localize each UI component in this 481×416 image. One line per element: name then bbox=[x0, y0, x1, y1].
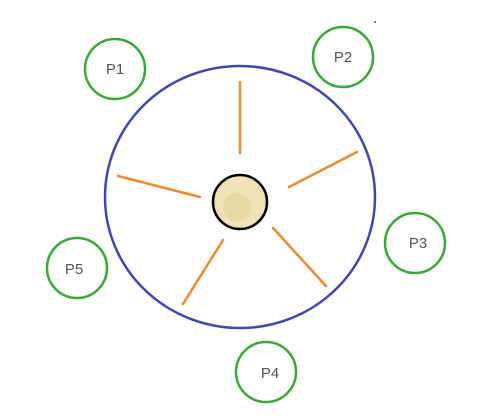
philosopher-p2: P2 bbox=[311, 25, 375, 89]
chopstick-3 bbox=[271, 226, 328, 288]
philosopher-p5: P5 bbox=[45, 236, 109, 300]
rice-bowl-highlight bbox=[223, 193, 251, 221]
philosopher-p1-circle bbox=[83, 37, 147, 101]
philosopher-p2-label: P2 bbox=[334, 49, 352, 66]
philosopher-p4-circle bbox=[234, 340, 298, 404]
chopstick-2 bbox=[287, 150, 359, 189]
philosopher-p4-label: P4 bbox=[261, 365, 279, 382]
philosopher-p3-label: P3 bbox=[409, 235, 427, 252]
philosopher-p1-label: P1 bbox=[106, 61, 124, 78]
philosopher-p3: P3 bbox=[383, 211, 447, 275]
philosopher-p5-label: P5 bbox=[65, 261, 83, 278]
philosopher-p4: P4 bbox=[234, 340, 298, 404]
philosopher-p1: P1 bbox=[83, 37, 147, 101]
philosopher-p3-circle bbox=[383, 211, 447, 275]
chopsticks bbox=[116, 80, 359, 306]
chopstick-5 bbox=[116, 174, 202, 199]
chopstick-4 bbox=[181, 238, 225, 306]
philosopher-p2-circle bbox=[311, 25, 375, 89]
stray-dot bbox=[374, 21, 376, 23]
table-circle bbox=[103, 64, 377, 330]
philosopher-p5-circle bbox=[45, 236, 109, 300]
